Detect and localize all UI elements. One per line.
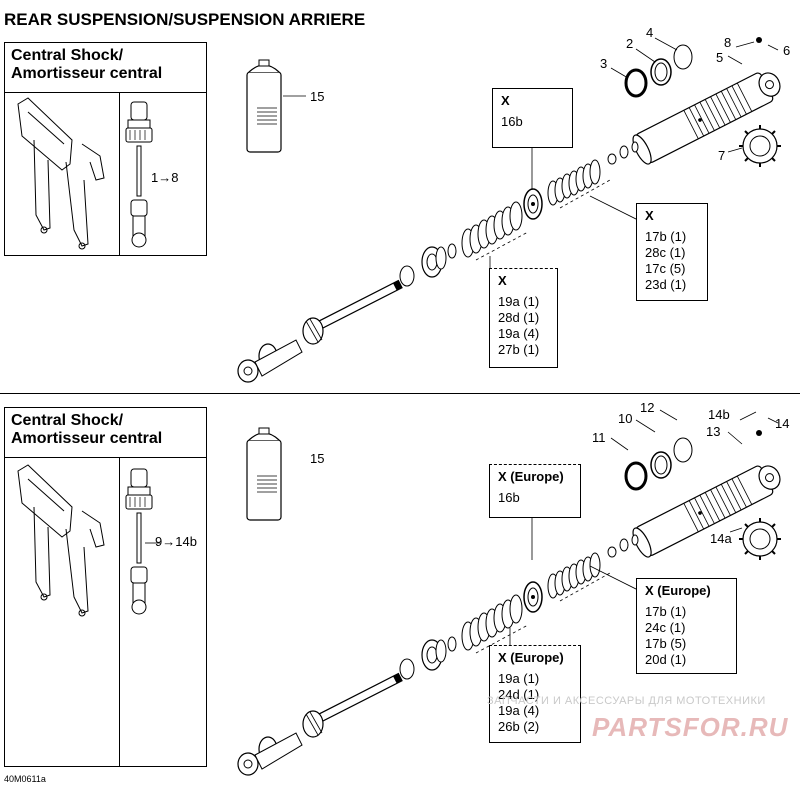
part-box-line: 20d (1) — [645, 652, 687, 667]
part-box-top: X (Europe) 16b — [489, 464, 581, 518]
part-box-top: X 16b — [492, 88, 573, 148]
inset-title: Central Shock/ Amortisseur central — [11, 47, 162, 83]
callout-13: 13 — [706, 424, 721, 439]
inset-divider — [119, 458, 120, 766]
part-box-right: X 17b (1) 28c (1) 17c (5) 23d (1) — [636, 203, 708, 301]
part-box-line: 26b (2) — [498, 719, 540, 734]
part-box-line: 23d (1) — [645, 277, 687, 292]
inset-title-line-2: Amortisseur central — [11, 65, 163, 82]
part-box-line: 27b (1) — [498, 342, 540, 357]
callout-2: 2 — [626, 36, 634, 51]
page-title: REAR SUSPENSION/SUSPENSION ARRIERE — [4, 10, 366, 29]
callout-8: 8 — [724, 35, 732, 50]
part-box-head: X — [498, 273, 507, 288]
callout-11: 11 — [592, 430, 606, 445]
callout-4: 4 — [646, 25, 654, 40]
inset-title-line-1: Central Shock/ — [11, 47, 124, 64]
inset-title-line-2: Amortisseur central — [11, 430, 163, 447]
inset-central-shock: Central Shock/ Amortisseur central 9→14b — [4, 407, 207, 767]
inset-title-line-1: Central Shock/ — [11, 412, 124, 429]
callout-12: 12 — [640, 400, 655, 415]
part-box-bottom: X 19a (1) 28d (1) 19a (4) 27b (1) — [489, 268, 558, 368]
part-box-line: 19a (1) — [498, 671, 540, 686]
inset-rule — [5, 457, 206, 458]
part-box-head: X — [645, 208, 654, 223]
part-box-line: 17b (5) — [645, 636, 687, 651]
range-label: 9→14b — [155, 534, 197, 549]
part-box-line: 17b (1) — [645, 604, 687, 619]
part-box-line: 19a (4) — [498, 703, 540, 718]
part-box-line: 16b — [501, 114, 523, 129]
callout-6: 6 — [783, 43, 791, 58]
callout-3: 3 — [600, 56, 608, 71]
callout-7: 7 — [718, 148, 726, 163]
part-box-line: 24c (1) — [645, 620, 686, 635]
figure-code: 40M0611a — [4, 774, 46, 784]
callout-5: 5 — [716, 50, 724, 65]
part-box-bottom: X (Europe) 19a (1) 24d (1) 19a (4) 26b (… — [489, 645, 581, 743]
part-box-line: 19a (4) — [498, 326, 540, 341]
callout-14a: 14a — [710, 531, 732, 546]
part-box-line: 17b (1) — [645, 229, 687, 244]
callout-10: 10 — [618, 411, 633, 426]
part-box-line: 28d (1) — [498, 310, 540, 325]
spray-ref: 15 — [310, 451, 325, 466]
part-box-head: X (Europe) — [498, 469, 564, 484]
spray-can-icon — [246, 59, 282, 153]
inset-title: Central Shock/ Amortisseur central — [11, 412, 162, 448]
spray-can-icon — [246, 427, 282, 521]
part-box-line: 28c (1) — [645, 245, 686, 260]
part-box-head: X — [501, 93, 510, 108]
inset-central-shock: Central Shock/ Amortisseur central 1→8 — [4, 42, 207, 256]
part-box-head: X (Europe) — [645, 583, 711, 598]
part-box-line: 16b — [498, 490, 520, 505]
callout-14: 14 — [775, 416, 790, 431]
panel-divider — [0, 393, 800, 394]
part-box-head: X (Europe) — [498, 650, 564, 665]
range-label: 1→8 — [151, 170, 179, 185]
part-box-line: 19a (1) — [498, 294, 540, 309]
part-box-line: 17c (5) — [645, 261, 686, 276]
inset-divider — [119, 93, 120, 255]
inset-rule — [5, 92, 206, 93]
watermark-logo: PARTSFOR.RU — [592, 712, 789, 742]
callout-14b: 14b — [708, 407, 730, 422]
part-box-line: 24d (1) — [498, 687, 540, 702]
watermark-tagline: ЗАПЧАСТИ И АКСЕССУАРЫ ДЛЯ МОТОТЕХНИКИ — [487, 695, 766, 707]
part-box-right: X (Europe) 17b (1) 24c (1) 17b (5) 20d (… — [636, 578, 737, 674]
spray-ref: 15 — [310, 89, 325, 104]
